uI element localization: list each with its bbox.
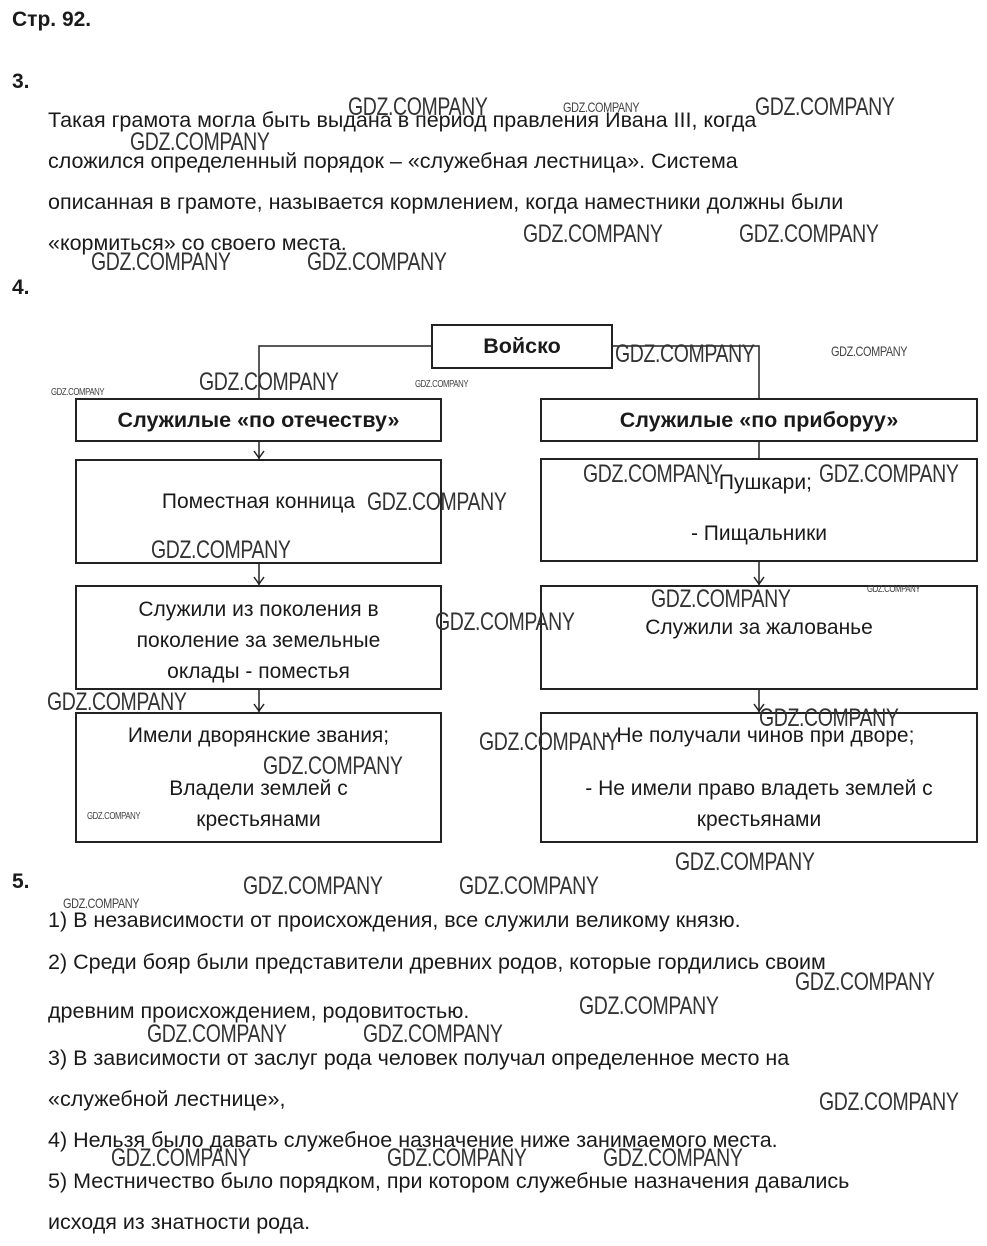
page-header: Стр. 92. (12, 8, 92, 31)
section-3-line-2: сложился определенный порядок – «служебн… (48, 149, 738, 173)
arrow-left-1 (253, 450, 265, 460)
section-5-line-8: исходя из знатности рода. (48, 1210, 311, 1234)
left-box-2-line-3: оклады - поместья (167, 660, 350, 683)
section-5-line-7: 5) Местничество было порядком, при котор… (48, 1169, 850, 1193)
left-title-label: Служилые «по отечеству» (117, 408, 400, 432)
right-title-label: Служилые «по приборуу» (619, 408, 899, 432)
left-box-1-text: Поместная конница (161, 490, 356, 513)
left-box-2-line-2: поколение за земельные (136, 629, 381, 652)
right-box-1-line-1: - Пушкари; (706, 471, 812, 494)
right-box-1: - Пушкари; - Пищальники (540, 458, 978, 562)
arrow-right-3 (753, 703, 765, 713)
section-5-line-5: «служебной лестнице», (48, 1087, 286, 1111)
left-title-box: Служилые «по отечеству» (75, 398, 442, 442)
left-box-3-line-3: крестьянами (196, 808, 321, 831)
section-5-line-2: 2) Среди бояр были представители древних… (48, 950, 826, 974)
right-box-3-line-3: крестьянами (696, 808, 822, 831)
left-box-3: Имели дворянские звания; Владели землей … (75, 712, 442, 843)
arrow-right-2 (753, 576, 765, 586)
arrow-left-3 (253, 703, 265, 713)
right-box-3: - Не получали чинов при дворе; - Не имел… (540, 712, 978, 843)
left-box-3-line-2: Владели землей с (169, 777, 348, 800)
right-box-3-line-1: - Не получали чинов при дворе; (603, 724, 915, 747)
section-3-number: 3. (12, 70, 30, 93)
right-box-2: Служили за жалованье (540, 585, 978, 690)
right-title-box: Служилые «по приборуу» (540, 398, 978, 442)
right-box-3-line-2: - Не имели право владеть землей с (585, 777, 933, 800)
connector-root-left (258, 345, 432, 398)
section-3-line-3: описанная в грамоте, называется кормлени… (48, 190, 844, 214)
diagram-root-label: Войско (483, 334, 561, 358)
right-box-2-text: Служили за жалованье (645, 616, 873, 639)
connector-root-right (612, 345, 760, 398)
section-3-line-1: Такая грамота могла быть выдана в период… (48, 108, 757, 132)
left-box-3-line-1: Имели дворянские звания; (127, 724, 390, 747)
diagram-root-box: Войско (431, 324, 613, 369)
section-5-line-4: 3) В зависимости от заслуг рода человек … (48, 1046, 790, 1070)
section-5-line-1: 1) В независимости от происхождения, все… (48, 908, 741, 932)
section-5-number: 5. (12, 870, 30, 893)
right-box-1-line-2: - Пищальники (690, 522, 828, 545)
section-5-line-6: 4) Нельзя было давать служебное назначен… (48, 1128, 778, 1152)
section-4-number: 4. (12, 276, 30, 299)
section-3-line-4: «кормиться» со своего места. (48, 231, 347, 255)
section-5-line-3: древним происхождением, родовитостью. (48, 999, 470, 1023)
left-box-2: Служили из поколения в поколение за земе… (75, 585, 442, 690)
left-box-2-line-1: Служили из поколения в (138, 598, 379, 621)
left-box-1: Поместная конница (75, 459, 442, 564)
arrow-left-2 (253, 576, 265, 586)
